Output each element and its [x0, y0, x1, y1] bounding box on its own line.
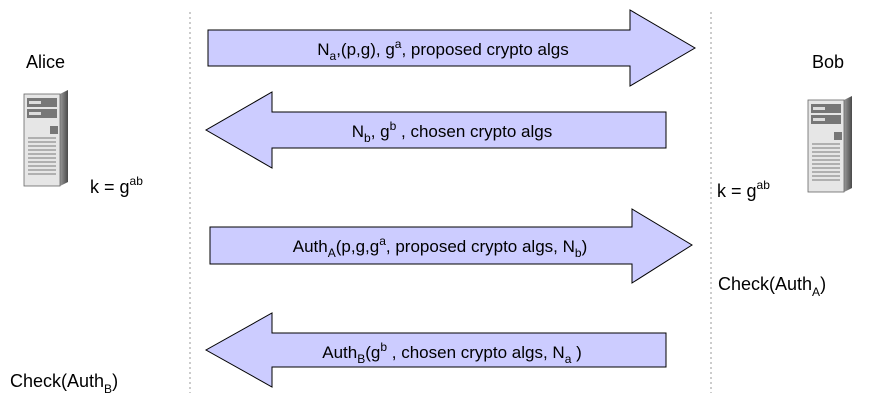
- bob-name: Bob: [812, 52, 844, 72]
- message-superscript: b: [380, 340, 387, 354]
- message-text: , g: [371, 122, 390, 141]
- alice-name: Alice: [26, 52, 65, 72]
- bob-check: Check(AuthA): [718, 274, 826, 299]
- message-superscript: a: [395, 37, 402, 51]
- message-text: , chosen crypto algs: [396, 122, 552, 141]
- bob-server-icon: [807, 96, 852, 193]
- message-text: N: [352, 122, 364, 141]
- message-text: , chosen crypto algs, N: [387, 343, 565, 362]
- message-label-4: AuthB(gb , chosen crypto algs, Na ): [322, 340, 582, 366]
- message-label-2: Nb, gb , chosen crypto algs: [352, 119, 552, 145]
- message-subscript: b: [575, 246, 582, 260]
- message-arrow-4: [204, 312, 667, 388]
- message-subscript: A: [328, 246, 336, 260]
- message-label-3: AuthA(p,g,ga, proposed crypto algs, Nb): [293, 234, 588, 260]
- message-text: (p,g,g: [336, 237, 379, 256]
- message-subscript: a: [330, 49, 337, 63]
- message-text: , proposed crypto algs, N: [386, 237, 575, 256]
- alice-key: k = gab: [90, 174, 143, 197]
- message-text: Auth: [293, 237, 328, 256]
- bob-key: k = gab: [717, 178, 770, 201]
- message-subscript: B: [357, 352, 365, 366]
- message-text: ,(p,g), g: [336, 40, 395, 59]
- message-text: , proposed crypto algs: [401, 40, 568, 59]
- message-arrow-2: [204, 91, 667, 169]
- message-text: N: [317, 40, 329, 59]
- message-text: Auth: [322, 343, 357, 362]
- message-subscript: a: [565, 352, 572, 366]
- alice-server-icon: [23, 90, 68, 187]
- message-text: (g: [365, 343, 380, 362]
- message-label-1: Na,(p,g), ga, proposed crypto algs: [317, 37, 569, 63]
- message-arrow-1: [207, 9, 696, 87]
- message-text: ): [582, 237, 588, 256]
- alice-check: Check(AuthB): [10, 371, 118, 395]
- message-subscript: b: [364, 131, 371, 145]
- message-superscript: a: [379, 234, 386, 248]
- message-arrow-3: [209, 208, 693, 284]
- message-text: ): [571, 343, 581, 362]
- message-superscript: b: [390, 119, 397, 133]
